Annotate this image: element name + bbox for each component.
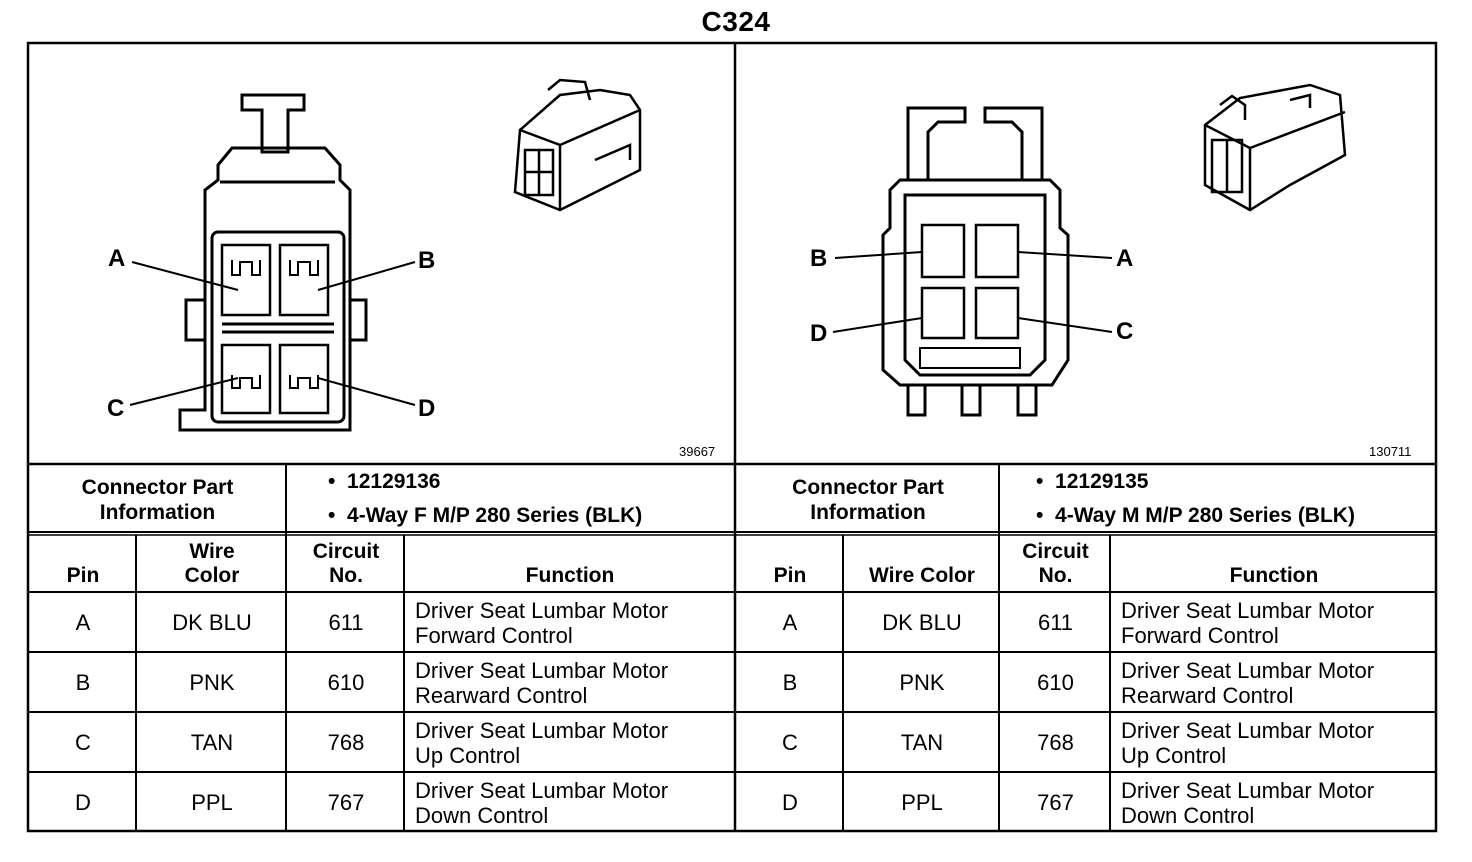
- left-header-circuit: Circuit No.: [312, 540, 380, 587]
- right-header-function: Function: [1229, 564, 1319, 587]
- right-pin-label-b: B: [810, 245, 828, 272]
- left-pin-label-c: C: [107, 395, 125, 422]
- right-pin-label-c: C: [1116, 318, 1134, 345]
- left-pin-label-b: B: [418, 247, 436, 274]
- left-header-wire-color: Wire Color: [184, 540, 240, 587]
- left-row-pin: D: [75, 790, 91, 815]
- male-connector-face: [881, 106, 1070, 417]
- right-connector-part-label: Connector Part Information: [792, 476, 944, 524]
- right-header-wire-color: Wire Color: [869, 564, 975, 587]
- left-pin-label-a: A: [108, 245, 126, 272]
- right-row-circuit: 610: [1037, 670, 1074, 695]
- left-leader-lines: [129, 261, 416, 406]
- left-row-circuit: 768: [327, 730, 365, 755]
- left-pin-label-d: D: [418, 395, 436, 422]
- right-pin-label-a: A: [1116, 245, 1134, 272]
- left-row-circuit: 767: [327, 790, 365, 815]
- right-row-pin: B: [782, 670, 798, 695]
- right-figure-number: 130711: [1369, 444, 1412, 459]
- right-row-wire: DK BLU: [882, 610, 962, 635]
- connector-title: C324: [701, 6, 771, 37]
- left-header-function: Function: [525, 564, 615, 587]
- left-row-wire: DK BLU: [172, 610, 252, 635]
- right-header-circuit: Circuit No.: [1022, 540, 1089, 587]
- right-part-series: • 4-Way M M/P 280 Series (BLK): [1036, 504, 1355, 527]
- right-row-wire: PNK: [899, 670, 945, 695]
- left-row-pin: B: [75, 670, 91, 695]
- left-part-number: • 12129136: [328, 470, 441, 493]
- female-connector-face: [178, 93, 368, 432]
- left-connector-part-label: Connector Part Information: [81, 476, 234, 524]
- right-leader-lines: [832, 251, 1113, 333]
- left-row-circuit: 611: [328, 610, 364, 635]
- left-row-pin: A: [75, 610, 91, 635]
- right-row-pin: D: [782, 790, 798, 815]
- left-row-wire: PNK: [189, 670, 235, 695]
- left-part-series: • 4-Way F M/P 280 Series (BLK): [328, 504, 643, 527]
- male-connector-iso-image: [1203, 83, 1347, 212]
- female-connector-iso-image: [513, 78, 642, 212]
- right-pin-label-d: D: [810, 320, 828, 347]
- table-grid: [26, 41, 1438, 833]
- right-row-circuit: 611: [1037, 610, 1074, 635]
- right-row-pin: A: [782, 610, 798, 635]
- right-row-circuit: 767: [1037, 790, 1074, 815]
- left-figure-number: 39667: [679, 444, 716, 459]
- left-row-pin: C: [75, 730, 91, 755]
- right-row-pin: C: [782, 730, 798, 755]
- right-row-wire: PPL: [901, 790, 943, 815]
- left-header-pin: Pin: [66, 564, 100, 587]
- left-row-circuit: 610: [327, 670, 365, 695]
- right-row-circuit: 768: [1037, 730, 1074, 755]
- left-row-wire: TAN: [190, 730, 234, 755]
- right-part-number: • 12129135: [1036, 470, 1149, 493]
- right-row-wire: TAN: [900, 730, 944, 755]
- right-header-pin: Pin: [773, 564, 807, 587]
- left-row-wire: PPL: [191, 790, 233, 815]
